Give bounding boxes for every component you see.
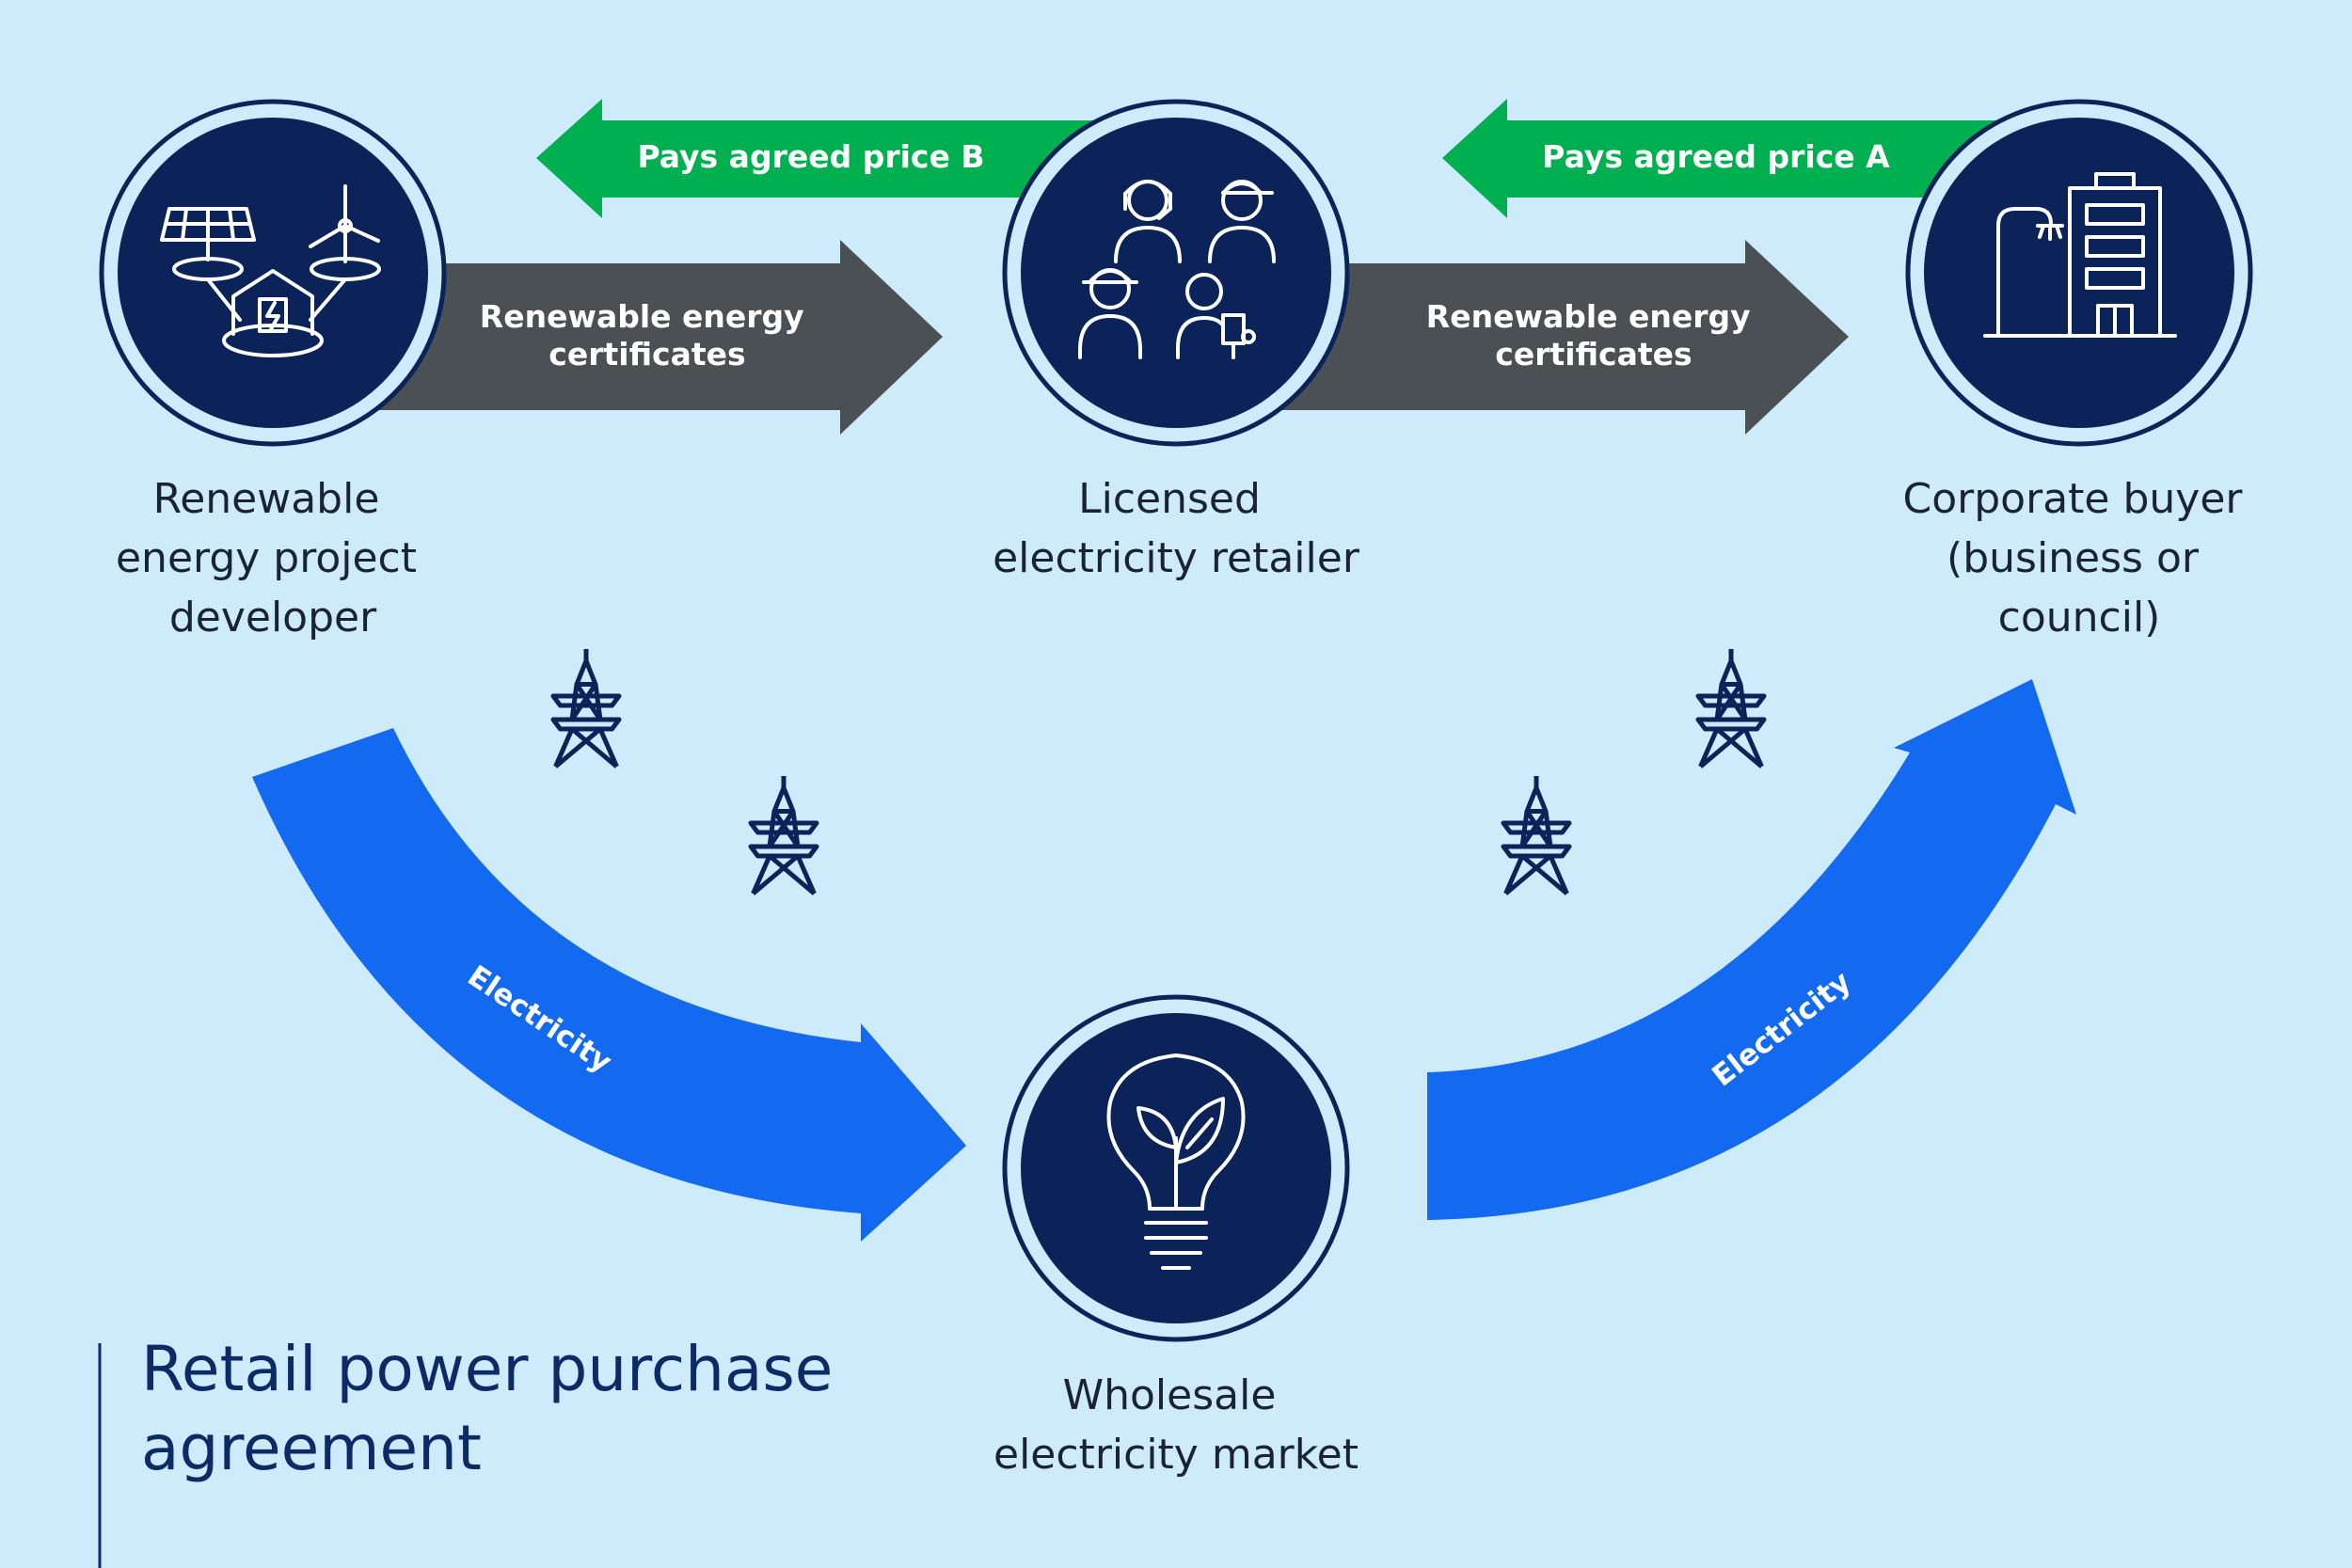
page-title: Retail power purchase agreement: [141, 1333, 852, 1484]
page-title-line-1: Retail power purchase: [141, 1333, 833, 1405]
buyer-node: [1905, 99, 2253, 447]
certificates-2-arrow: [1265, 240, 1849, 435]
certificates-2-label: Renewable energy certificates: [1426, 298, 1761, 372]
certificates-1-line-2: certificates: [548, 336, 745, 372]
certificates-1-arrow: [358, 240, 943, 435]
office-building-icon: [1983, 172, 2177, 338]
certificates-1-label: Renewable energy certificates: [480, 298, 815, 372]
solar-wind-house-icon: [160, 184, 381, 357]
certificates-2-line-2: certificates: [1495, 336, 1692, 372]
lightbulb-leaf-icon: [1106, 1053, 1246, 1270]
pylon-icon: [550, 649, 622, 768]
retailer-node: [1002, 99, 1350, 447]
pylon-icon: [1695, 649, 1767, 768]
developer-label-line-3: developer: [169, 594, 377, 641]
retailer-label-line-2: electricity retailer: [993, 534, 1360, 582]
market-node: [1002, 994, 1350, 1342]
certificates-1-line-1: Renewable energy: [480, 298, 804, 335]
people-workers-icon: [1078, 180, 1276, 359]
market-label-line-2: electricity market: [993, 1431, 1359, 1479]
buyer-label: Corporate buyer (business or council): [1903, 475, 2256, 641]
buyer-label-line-3: council): [1998, 594, 2161, 641]
retailer-label: Licensed electricity retailer: [993, 475, 1360, 582]
developer-label-line-1: Renewable: [153, 475, 380, 523]
payment-a-label: Pays agreed price A: [1542, 138, 1890, 175]
developer-node: [99, 99, 447, 447]
electricity-out-arrow: [1427, 679, 2076, 1220]
payment-b-arrow: [536, 99, 1110, 218]
pylon-icon: [748, 776, 819, 895]
developer-label: Renewable energy project developer: [116, 475, 430, 641]
buyer-label-line-1: Corporate buyer: [1903, 475, 2244, 523]
buyer-label-line-2: (business or: [1947, 534, 2200, 582]
page-title-line-2: agreement: [141, 1412, 482, 1484]
pylon-icon: [1501, 776, 1572, 895]
electricity-in-arrow: [252, 728, 966, 1242]
developer-label-line-2: energy project: [116, 534, 417, 582]
market-label-line-1: Wholesale: [1063, 1371, 1277, 1419]
payment-b-label: Pays agreed price B: [637, 138, 984, 175]
market-label: Wholesale electricity market: [993, 1371, 1359, 1479]
certificates-2-line-1: Renewable energy: [1426, 298, 1751, 335]
payment-a-arrow: [1442, 99, 2023, 218]
retailer-label-line-1: Licensed: [1078, 475, 1261, 523]
